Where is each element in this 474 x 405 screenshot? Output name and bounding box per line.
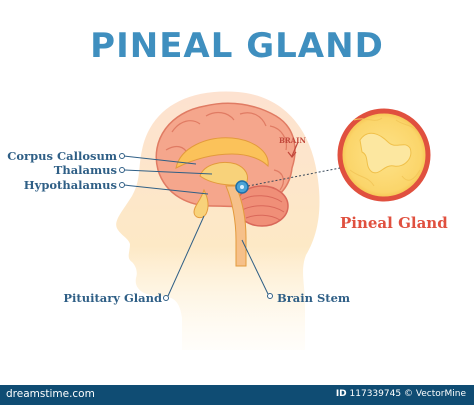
thalamus-shape <box>199 162 249 186</box>
cerebellum-folds <box>241 195 285 221</box>
footer-id-value: 117339745 <box>349 389 402 399</box>
label-brain-stem: Brain Stem <box>277 291 351 305</box>
cerebrum-shape <box>155 102 296 208</box>
anatomy-illustration <box>116 91 431 350</box>
label-pituitary-gland: Pituitary Gland <box>63 291 162 305</box>
footer-copyright: © VectorMine <box>403 389 466 399</box>
footer-bar: dreamstime.com ID 117339745 © VectorMine <box>0 385 474 405</box>
pituitary-shape <box>193 188 209 219</box>
diagram-title: PINEAL GLAND <box>90 26 384 66</box>
leader-lines <box>119 153 273 301</box>
footer-site[interactable]: dreamstime.com <box>6 388 95 400</box>
corpus-callosum-shape <box>175 137 269 169</box>
label-pineal-detail: Pineal Gland <box>340 214 448 232</box>
footer-credit: ID 117339745 © VectorMine <box>336 389 466 399</box>
label-thalamus: Thalamus <box>53 163 117 177</box>
brain-tag-arrow <box>291 141 299 157</box>
brain-stem-shape <box>225 185 247 267</box>
label-brain-tag: BRAIN <box>279 136 306 145</box>
pineal-detail-texture <box>349 117 421 187</box>
pineal-detail-tissue <box>359 132 412 174</box>
gyri-lines <box>165 111 287 191</box>
footer-id-label: ID <box>335 389 347 399</box>
label-corpus-callosum: Corpus Callosum <box>7 149 117 163</box>
label-hypothalamus: Hypothalamus <box>23 178 117 192</box>
